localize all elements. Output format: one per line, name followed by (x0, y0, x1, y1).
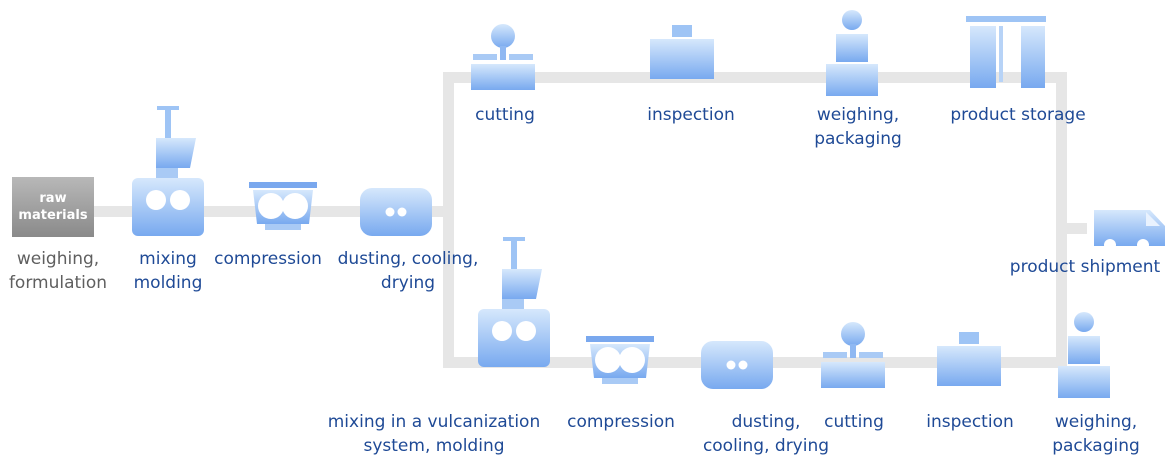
delivery-truck-icon (1094, 210, 1165, 251)
mixer-icon (132, 106, 204, 236)
press-icon (249, 182, 317, 230)
cutter-icon (471, 24, 535, 90)
label-cutting-top: cutting (475, 105, 535, 125)
inspection-machine-icon-2 (937, 332, 1001, 386)
label-dusting-cooling-drying-2: dusting, cooling, drying (702, 412, 830, 456)
label-weighing-formulation: weighing, formulation (8, 249, 108, 293)
weighing-packaging-icon (826, 10, 878, 96)
label-product-shipment: product shipment (1009, 257, 1161, 277)
label-compression: compression (214, 249, 322, 269)
label-weighing-packaging-top: weighing, packaging (814, 105, 902, 149)
label-cutting-bottom: cutting (824, 412, 884, 432)
top-return-line (443, 72, 1067, 83)
cutter-icon-2 (821, 322, 885, 388)
raw-materials-line-1: raw (39, 191, 67, 206)
right-vertical-line (1056, 72, 1067, 368)
label-inspection-top: inspection (647, 105, 735, 125)
label-product-storage: product storage (950, 105, 1086, 125)
inspection-machine-icon (650, 25, 714, 79)
press-icon-2 (586, 336, 654, 384)
label-compression-2: compression (567, 412, 675, 432)
dryer-icon (360, 188, 432, 236)
dryer-icon-2 (701, 341, 773, 389)
raw-materials-line-2: materials (18, 208, 88, 223)
left-vertical-line (443, 72, 454, 368)
storage-rack-icon (966, 16, 1046, 88)
label-inspection-bottom: inspection (926, 412, 1014, 432)
label-dusting-cooling-drying: dusting, cooling, drying (337, 249, 479, 293)
raw-materials-box: raw materials (12, 177, 94, 237)
shipment-line (1067, 223, 1087, 234)
label-mixing-vulcanization: mixing in a vulcanization system, moldin… (327, 412, 541, 456)
label-mixing-molding: mixing molding (133, 249, 203, 293)
label-weighing-packaging-bottom: weighing, packaging (1052, 412, 1140, 456)
